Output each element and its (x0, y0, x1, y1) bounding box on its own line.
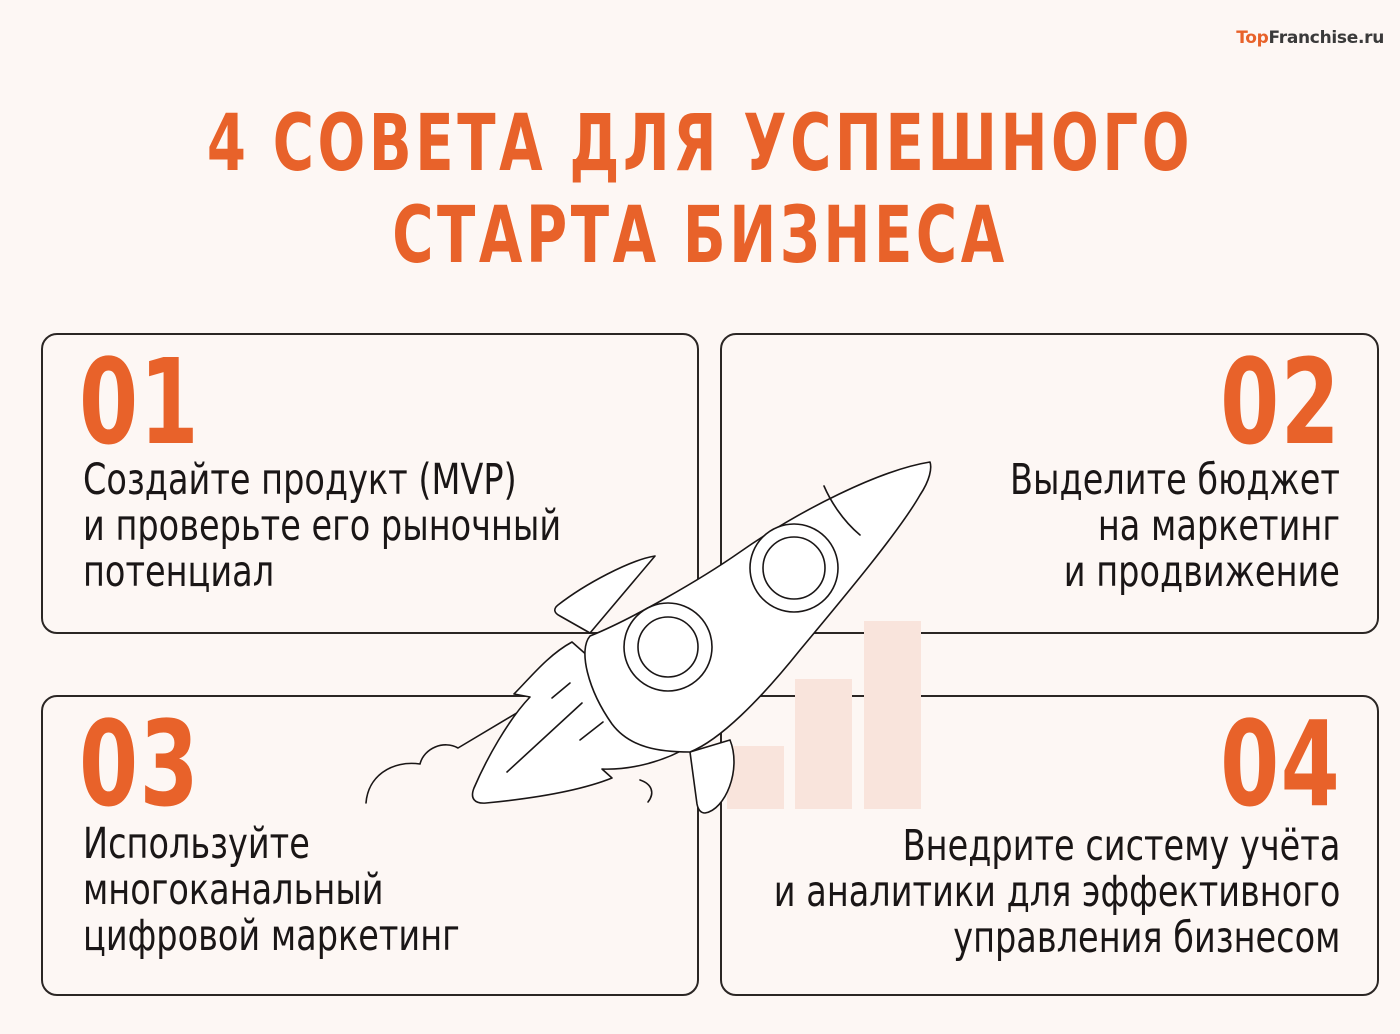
logo-part-rest: Franchise.ru (1268, 28, 1385, 48)
title-line-2: СТАРТА БИЗНЕСА (392, 191, 1008, 281)
tip-text: Используйте многоканальный цифровой марк… (83, 821, 460, 959)
tip-line: и продвижение (1063, 547, 1340, 597)
logo-part-top: Top (1236, 28, 1269, 48)
tip-line: Выделите бюджет (1010, 455, 1340, 505)
page-title: 4 СОВЕТА ДЛЯ УСПЕШНОГО СТАРТА БИЗНЕСА (196, 98, 1204, 282)
brand-logo[interactable]: TopFranchise.ru (1236, 28, 1384, 48)
tip-number: 04 (1219, 695, 1341, 833)
tip-number: 03 (79, 695, 201, 833)
tip-card-01: 01 Создайте продукт (MVP) и проверьте ег… (41, 333, 699, 634)
tip-line: потенциал (83, 547, 275, 597)
tip-line: Внедрите систему учёта (902, 821, 1340, 871)
tip-card-02: 02 Выделите бюджет на маркетинг и продви… (720, 333, 1379, 634)
tip-line: управления бизнесом (952, 913, 1340, 963)
tip-line: на маркетинг (1097, 501, 1340, 551)
tip-number: 02 (1219, 333, 1341, 471)
tip-line: и проверьте его рыночный (83, 501, 562, 551)
tip-line: Используйте (83, 819, 310, 869)
title-line-1: 4 СОВЕТА ДЛЯ УСПЕШНОГО (206, 99, 1194, 189)
tip-card-03: 03 Используйте многоканальный цифровой м… (41, 695, 699, 996)
tip-line: цифровой маркетинг (83, 911, 460, 961)
tip-text: Создайте продукт (MVP) и проверьте его р… (83, 457, 561, 595)
tip-line: и аналитики для эффективного (773, 867, 1340, 917)
tip-card-04: 04 Внедрите систему учёта и аналитики дл… (720, 695, 1379, 996)
tip-line: многоканальный (83, 865, 384, 915)
tip-text: Внедрите систему учёта и аналитики для э… (773, 823, 1340, 961)
tip-line: Создайте продукт (MVP) (83, 455, 517, 505)
tip-text: Выделите бюджет на маркетинг и продвижен… (1010, 457, 1340, 595)
tip-number: 01 (79, 333, 201, 471)
